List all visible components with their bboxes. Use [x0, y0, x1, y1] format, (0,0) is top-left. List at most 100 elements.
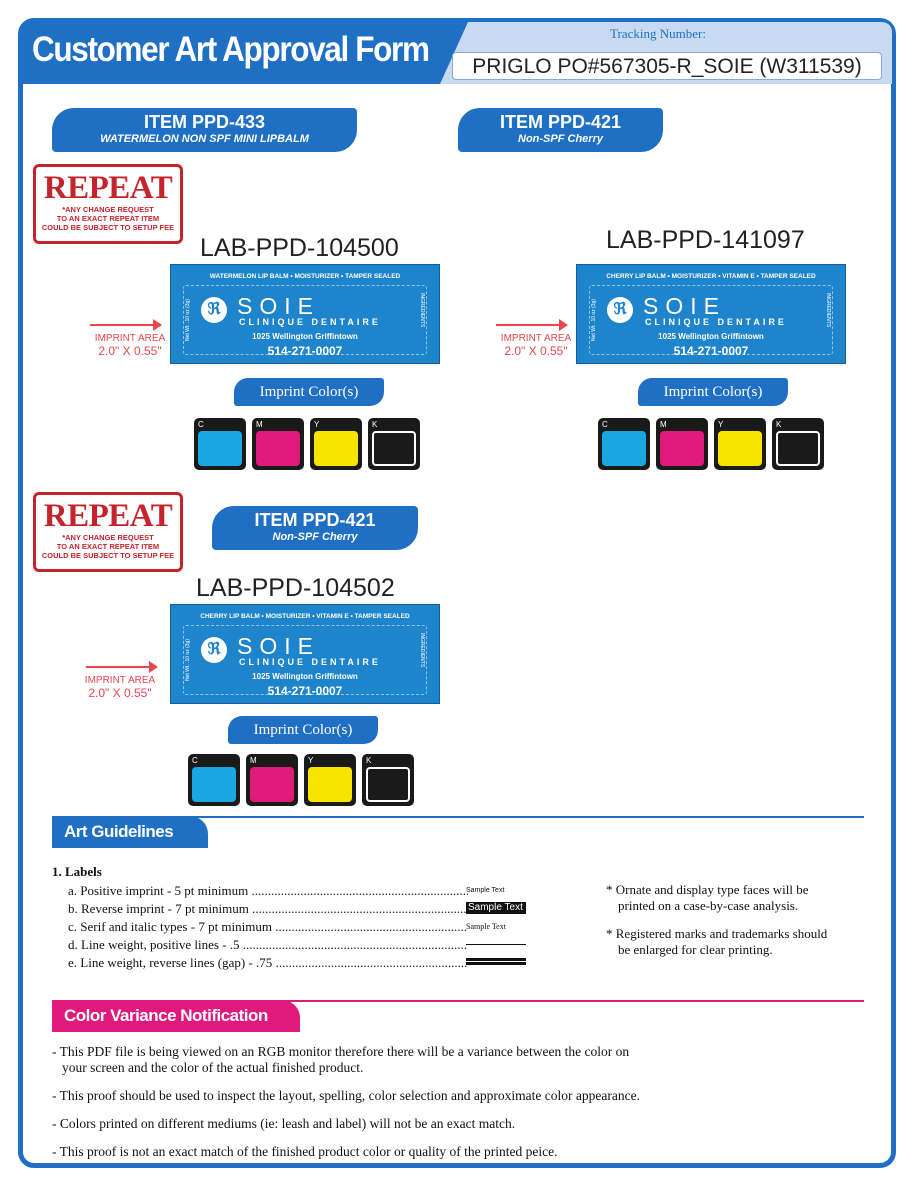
- page-frame: [18, 18, 896, 1168]
- brand-subtitle: CLINIQUE DENTAIRE: [239, 657, 381, 667]
- swatch-yellow: Y: [714, 418, 766, 470]
- guideline-row: b. Reverse imprint - 7 pt minimum: [68, 901, 468, 917]
- label-proof-3: CHERRY LIP BALM • MOISTURIZER • VITAMIN …: [170, 604, 440, 704]
- repeat-stamp-2: REPEAT *ANY CHANGE REQUEST TO AN EXACT R…: [33, 492, 183, 572]
- repeat-note-1: *ANY CHANGE REQUEST: [62, 205, 154, 214]
- imprint-title: IMPRINT AREA: [84, 675, 156, 686]
- color-variance-rule: [52, 1000, 864, 1002]
- tooth-logo-icon: ℜ: [201, 297, 227, 323]
- arrow-icon: [86, 661, 158, 673]
- label-top-text: CHERRY LIP BALM • MOISTURIZER • VITAMIN …: [200, 613, 410, 620]
- lab-number-2: LAB-PPD-141097: [606, 226, 805, 254]
- imprint-area-1: IMPRINT AREA 2.0" X 0.55": [80, 333, 180, 358]
- label-phone: 514-271-0007: [267, 684, 343, 698]
- sample-positive: Sample Text: [466, 887, 505, 894]
- swatch-cyan: C: [188, 754, 240, 806]
- guideline-row: c. Serif and italic types - 7 pt minimum: [68, 919, 468, 935]
- imprint-boundary: [183, 285, 427, 355]
- variance-note-3: - Colors printed on different mediums (i…: [52, 1116, 516, 1131]
- sample-reverse: Sample Text: [466, 902, 526, 914]
- sample-reverse-line: [466, 958, 526, 965]
- label-top-text: CHERRY LIP BALM • MOISTURIZER • VITAMIN …: [606, 273, 816, 280]
- label-proof-1: WATERMELON LIP BALM • MOISTURIZER • TAMP…: [170, 264, 440, 364]
- imprint-boundary: [589, 285, 833, 355]
- item-title: ITEM PPD-421: [499, 112, 622, 132]
- variance-note-4: - This proof is not an exact match of th…: [52, 1144, 558, 1159]
- item-tab-1: ITEM PPD-433 WATERMELON NON SPF MINI LIP…: [52, 108, 357, 152]
- item-subtitle: WATERMELON NON SPF MINI LIPBALM: [100, 133, 309, 145]
- swatch-magenta: M: [656, 418, 708, 470]
- brand-name: SOIE: [237, 633, 320, 659]
- imprint-title: IMPRINT AREA: [94, 333, 166, 344]
- item-title: ITEM PPD-433: [143, 112, 266, 132]
- imprint-size: 2.0" X 0.55": [88, 686, 152, 700]
- lab-number-3: LAB-PPD-104502: [196, 574, 395, 602]
- arrow-icon: [496, 319, 568, 331]
- repeat-note-1: *ANY CHANGE REQUEST: [62, 533, 154, 542]
- label-side-text-right: INGREDIENTS: [419, 633, 425, 668]
- imprint-size: 2.0" X 0.55": [504, 344, 568, 358]
- guideline-row: d. Line weight, positive lines - .5: [68, 937, 468, 953]
- imprint-title: IMPRINT AREA: [500, 333, 572, 344]
- variance-note-1: - This PDF file is being viewed on an RG…: [52, 1044, 630, 1059]
- item-title: ITEM PPD-421: [254, 510, 376, 530]
- sample-positive-line: [466, 944, 526, 945]
- repeat-title: REPEAT: [43, 170, 173, 206]
- brand-name: SOIE: [237, 293, 320, 319]
- note-marks-cont: be enlarged for clear printing.: [618, 942, 773, 957]
- tracking-number-field: PRIGLO PO#567305-R_SOIE (W311539): [452, 52, 882, 80]
- swatch-black: K: [368, 418, 420, 470]
- repeat-note-2: TO AN EXACT REPEAT ITEM: [56, 542, 160, 551]
- swatch-yellow: Y: [310, 418, 362, 470]
- item-subtitle: Non-SPF Cherry: [272, 531, 358, 543]
- tracking-label: Tracking Number:: [610, 26, 706, 41]
- label-address: 1025 Wellington Griffintown: [658, 332, 764, 341]
- repeat-note-3: COULD BE SUBJECT TO SETUP FEE: [41, 223, 175, 232]
- brand-name: SOIE: [643, 293, 726, 319]
- repeat-note-3: COULD BE SUBJECT TO SETUP FEE: [41, 551, 175, 560]
- tooth-logo-icon: ℜ: [201, 637, 227, 663]
- label-proof-2: CHERRY LIP BALM • MOISTURIZER • VITAMIN …: [576, 264, 846, 364]
- lab-number-1: LAB-PPD-104500: [200, 234, 399, 262]
- repeat-title: REPEAT: [43, 498, 173, 534]
- note-ornate-cont: printed on a case-by-case analysis.: [618, 898, 799, 913]
- imprint-area-2: IMPRINT AREA 2.0" X 0.55": [486, 333, 586, 358]
- label-side-text-right: INGREDIENTS: [419, 293, 425, 328]
- guideline-row: a. Positive imprint - 5 pt minimum: [68, 883, 468, 899]
- swatch-yellow: Y: [304, 754, 356, 806]
- brand-subtitle: CLINIQUE DENTAIRE: [239, 317, 381, 327]
- variance-note-1-cont: your screen and the color of the actual …: [62, 1060, 364, 1075]
- arrow-icon: [90, 319, 162, 331]
- swatch-magenta: M: [252, 418, 304, 470]
- item-tab-3: ITEM PPD-421 Non-SPF Cherry: [212, 506, 418, 550]
- label-top-text: WATERMELON LIP BALM • MOISTURIZER • TAMP…: [209, 273, 401, 280]
- item-subtitle: Non-SPF Cherry: [518, 133, 603, 145]
- tooth-logo-icon: ℜ: [607, 297, 633, 323]
- form-title: Customer Art Approval Form: [32, 30, 430, 69]
- labels-heading: 1. Labels: [52, 864, 102, 879]
- label-phone: 514-271-0007: [267, 344, 343, 358]
- imprint-size: 2.0" X 0.55": [98, 344, 162, 358]
- note-ornate: * Ornate and display type faces will be: [606, 882, 809, 897]
- sample-serif: Sample Text: [466, 922, 506, 931]
- repeat-note-2: TO AN EXACT REPEAT ITEM: [56, 214, 160, 223]
- label-address: 1025 Wellington Griffintown: [252, 332, 358, 341]
- item-tab-2: ITEM PPD-421 Non-SPF Cherry: [458, 108, 663, 152]
- imprint-area-3: IMPRINT AREA 2.0" X 0.55": [70, 675, 170, 700]
- swatch-magenta: M: [246, 754, 298, 806]
- art-guidelines-title: Art Guidelines: [52, 816, 208, 848]
- guideline-row: e. Line weight, reverse lines (gap) - .7…: [68, 955, 468, 971]
- color-variance-title: Color Variance Notification: [52, 1000, 300, 1032]
- art-guidelines-rule: [52, 816, 864, 818]
- imprint-color-tab-3: Imprint Color(s): [228, 716, 378, 744]
- label-phone: 514-271-0007: [673, 344, 749, 358]
- label-address: 1025 Wellington Griffintown: [252, 672, 358, 681]
- swatch-cyan: C: [598, 418, 650, 470]
- swatch-cyan: C: [194, 418, 246, 470]
- repeat-stamp-1: REPEAT *ANY CHANGE REQUEST TO AN EXACT R…: [33, 164, 183, 244]
- swatch-black: K: [362, 754, 414, 806]
- label-side-text-right: INGREDIENTS: [825, 293, 831, 328]
- variance-note-2: - This proof should be used to inspect t…: [52, 1088, 640, 1103]
- swatch-black: K: [772, 418, 824, 470]
- imprint-boundary: [183, 625, 427, 695]
